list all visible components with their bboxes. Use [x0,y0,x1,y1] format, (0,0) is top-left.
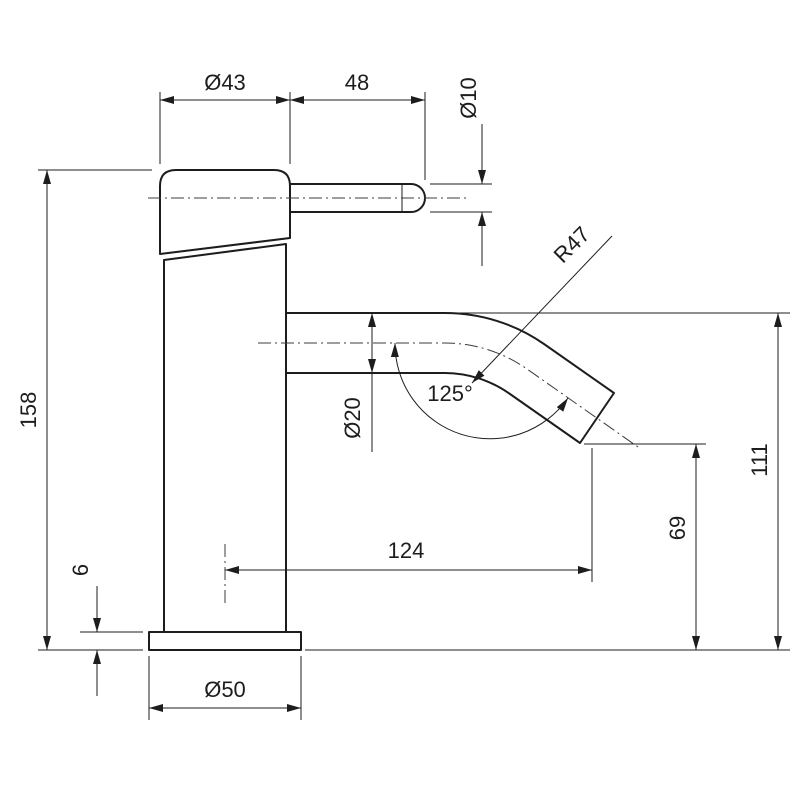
dim-outlet-height: 69 [665,444,700,650]
dim-spout-height-label: 111 [747,443,772,476]
dim-base-diameter-label: Ø50 [204,677,246,702]
dim-total-height-label: 158 [16,392,41,429]
faucet-cap [159,169,291,255]
dim-spout-diameter: Ø20 [340,313,376,439]
dim-spout-reach: 124 [225,538,592,574]
dim-outlet-height-label: 69 [665,516,690,540]
angle-arc [390,342,569,440]
dim-outlet-angle-label: 125° [427,381,473,406]
faucet-spout [285,311,615,444]
dim-spout-diameter-label: Ø20 [340,397,365,439]
dim-base-height-label: 6 [68,564,93,576]
faucet-base [148,631,302,651]
dim-handle-length: 48 [290,70,425,104]
dim-spout-reach-label: 124 [388,538,425,563]
dim-base-height: 6 [68,564,101,696]
dim-cap-diameter-label: Ø43 [204,70,246,95]
dim-handle-length-label: 48 [345,70,369,95]
faucet-outline [148,169,615,651]
dim-total-height: 158 [16,170,51,650]
dim-outlet-angle: 125° [390,342,569,440]
dim-cap-diameter: Ø43 [160,70,290,104]
handle-lever [269,183,426,213]
radius-leader-line [471,235,613,384]
dim-spout-height: 111 [747,313,782,650]
extension-lines [38,92,790,720]
dim-handle-diameter-label: Ø10 [456,77,481,119]
dim-handle-diameter: Ø10 [456,77,486,266]
dim-base-diameter: Ø50 [149,677,301,712]
